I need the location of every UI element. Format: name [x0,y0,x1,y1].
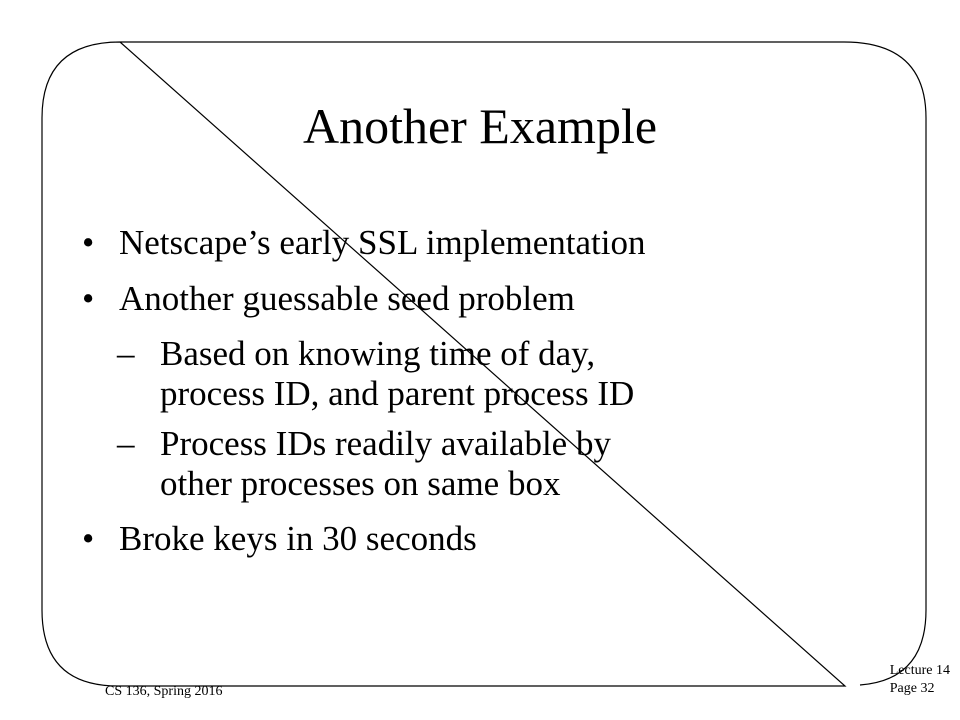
bullet-item: • Another guessable seed problem [82,278,922,320]
sub-bullet-item: – Process IDs readily available by other… [82,424,922,504]
bullet-text: Broke keys in 30 seconds [119,519,477,558]
sub-bullet-line: Based on knowing time of day, [160,334,596,373]
sub-bullet-line: Process IDs readily available by [160,424,611,463]
sub-bullet-line: other processes on same box [160,464,561,503]
bullet-mark: • [82,223,95,262]
bullet-text: Netscape’s early SSL implementation [119,223,646,262]
sub-bullet-mark: – [117,424,135,463]
footer-page: Page 32 [889,681,935,696]
footer-course: CS 136, Spring 2016 [105,684,223,699]
bullet-mark: • [82,519,95,558]
bullet-item: • Broke keys in 30 seconds [82,518,922,560]
footer-lecture-page: Lecture 14 Page 32 [890,662,950,698]
slide-border-path [41,41,927,687]
bullet-item: • Netscape’s early SSL implementation [82,222,922,264]
sub-bullet-item: – Based on knowing time of day, process … [82,334,922,414]
sub-bullet-line: process ID, and parent process ID [160,374,635,413]
bullet-mark: • [82,279,95,318]
sub-bullet-mark: – [117,334,135,373]
bullet-text: Another guessable seed problem [119,279,575,318]
footer-lecture: Lecture 14 [889,663,950,678]
slide-title: Another Example [302,98,658,154]
slide-content: • Netscape’s early SSL implementation • … [82,222,922,560]
